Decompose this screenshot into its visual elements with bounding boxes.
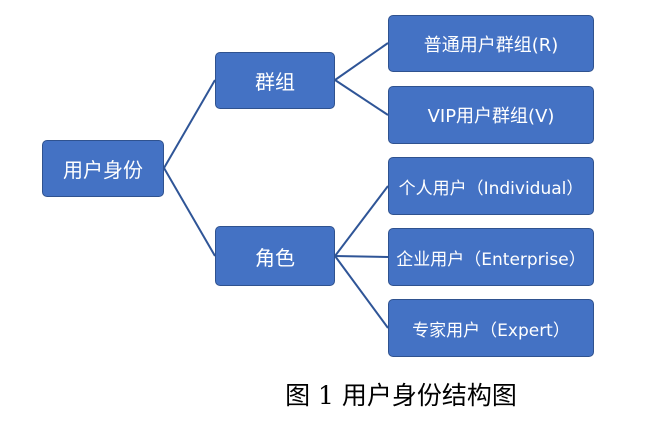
- node-expert-user: 专家用户（Expert）: [388, 299, 594, 357]
- node-enterprise-user: 企业用户（Enterprise）: [388, 228, 594, 286]
- node-user-identity-label: 用户身份: [63, 158, 143, 182]
- connector-role-to-indiv: [334, 185, 389, 257]
- connector-role-to-ent: [334, 255, 389, 258]
- node-expert-user-label: 专家用户（Expert）: [412, 320, 570, 341]
- node-group-label: 群组: [255, 70, 295, 94]
- figure-caption: 图 1 用户身份结构图: [285, 381, 517, 410]
- node-vip-user-group-label: VIP用户群组(V): [427, 106, 555, 127]
- connector-root-to-role: [163, 167, 216, 257]
- node-role: 角色: [215, 226, 335, 286]
- node-individual-user: 个人用户（Individual）: [388, 157, 594, 215]
- node-role-label: 角色: [255, 245, 295, 270]
- connector-group-to-normal: [334, 42, 389, 81]
- connector-role-to-expert: [334, 255, 389, 329]
- node-user-identity: 用户身份: [42, 140, 164, 197]
- node-enterprise-user-label: 企业用户（Enterprise）: [396, 249, 586, 270]
- node-normal-user-group-label: 普通用户群组(R): [423, 34, 559, 56]
- node-group: 群组: [215, 52, 335, 109]
- node-individual-user-label: 个人用户（Individual）: [398, 178, 584, 199]
- connector-root-to-group: [163, 79, 216, 169]
- node-normal-user-group: 普通用户群组(R): [388, 15, 594, 72]
- connector-group-to-vip: [334, 79, 389, 116]
- node-vip-user-group: VIP用户群组(V): [388, 86, 594, 144]
